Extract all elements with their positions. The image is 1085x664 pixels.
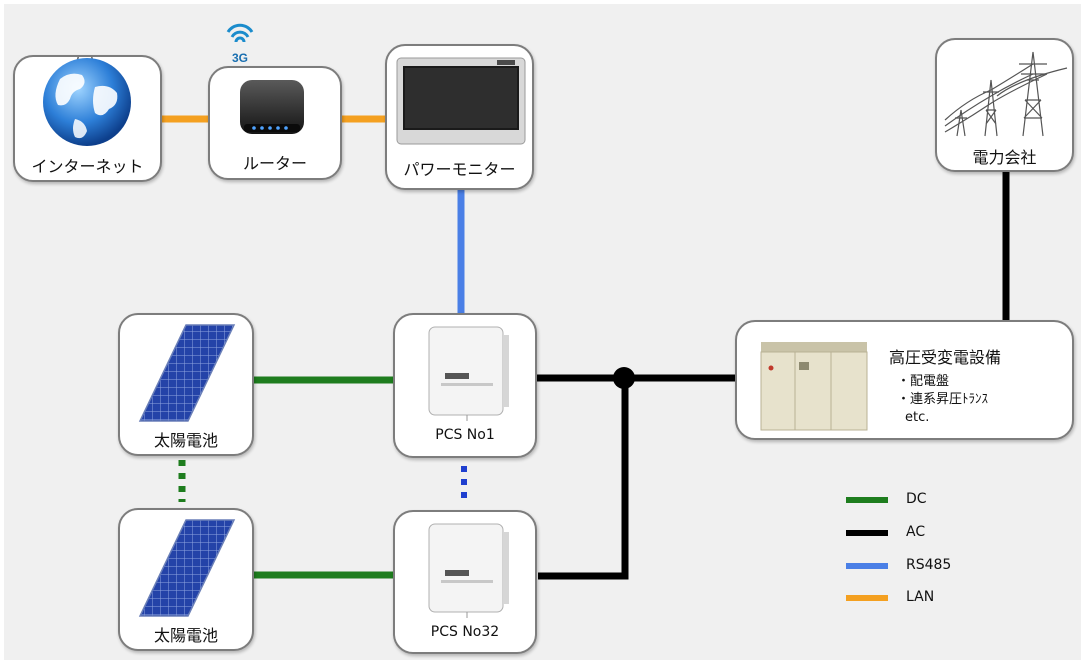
power-line-tower-icon <box>944 51 1068 137</box>
substation-item-2: ・連系昇圧ﾄﾗﾝｽ <box>897 392 989 407</box>
router-label: ルーター <box>242 154 307 173</box>
3g-badge-text: 3G <box>232 51 248 65</box>
globe-antenna-icon <box>43 57 131 146</box>
legend-label-lan: LAN <box>906 589 935 605</box>
wifi-3g-icon: 3G <box>226 23 254 65</box>
utility-node: 電力会社 <box>935 38 1074 172</box>
power-monitor-node: パワーモニター <box>385 44 534 190</box>
monitor-display-icon <box>396 57 526 145</box>
substation-item-3: etc. <box>905 410 930 425</box>
utility-label: 電力会社 <box>972 148 1037 167</box>
pcs-1-label: PCS No1 <box>435 427 495 443</box>
switchgear-cabinet-icon <box>760 342 868 431</box>
ac-line-pcs32 <box>538 378 629 580</box>
internet-node: インターネット <box>13 55 162 182</box>
substation-node: 高圧受変電設備 ・配電盤 ・連系昇圧ﾄﾗﾝｽ etc. <box>735 320 1074 440</box>
pcs-32-node: PCS No32 <box>393 510 537 654</box>
router-icon <box>240 80 304 134</box>
solar-panel-2-node: 太陽電池 <box>118 508 254 651</box>
ac-junction <box>613 367 635 389</box>
substation-item-1: ・配電盤 <box>897 374 950 389</box>
substation-title: 高圧受変電設備 <box>889 348 1002 367</box>
legend: DC AC RS485 LAN <box>846 490 1006 610</box>
solar-panel-1-node: 太陽電池 <box>118 313 254 456</box>
router-node: ルーター <box>208 66 342 180</box>
system-diagram: インターネット ルーター 3G <box>4 4 1081 660</box>
internet-label: インターネット <box>31 157 144 176</box>
legend-swatch-rs485 <box>846 563 888 569</box>
legend-swatch-dc <box>846 497 888 503</box>
power-monitor-label: パワーモニター <box>403 160 516 179</box>
connection-wires <box>160 115 1010 580</box>
inverter-icon <box>428 326 509 421</box>
legend-label-dc: DC <box>906 491 927 507</box>
legend-label-ac: AC <box>906 524 926 540</box>
legend-label-rs485: RS485 <box>906 557 952 573</box>
solar-panel-icon <box>138 519 236 617</box>
pcs-32-label: PCS No32 <box>430 624 500 640</box>
legend-swatch-ac <box>846 530 888 536</box>
solar-panel-1-label: 太陽電池 <box>153 431 218 450</box>
pcs-1-node: PCS No1 <box>393 313 537 458</box>
solar-panel-2-label: 太陽電池 <box>153 626 218 645</box>
inverter-icon <box>428 523 509 618</box>
solar-panel-icon <box>138 324 236 422</box>
legend-swatch-lan <box>846 595 888 601</box>
